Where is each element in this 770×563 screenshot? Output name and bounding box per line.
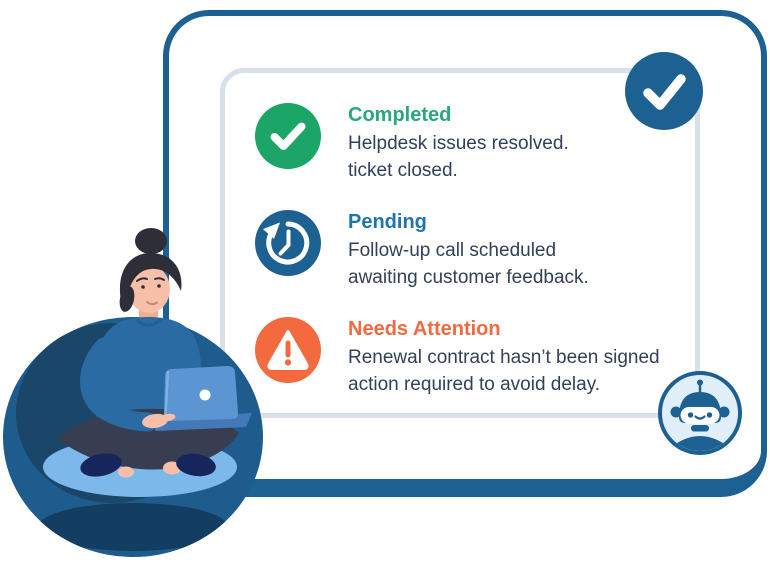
status-title: Needs Attention [348, 318, 501, 340]
history-clock-icon [255, 210, 321, 276]
status-text-pending: Pending Follow-up call scheduled awaitin… [348, 210, 589, 291]
status-line: awaiting customer feedback. [348, 267, 589, 288]
status-text-needs-attention: Needs Attention Renewal contract hasn’t … [348, 317, 660, 398]
status-line: action required to avoid delay. [348, 374, 601, 395]
status-item-completed: Completed Helpdesk issues resolved. tick… [255, 103, 675, 184]
status-item-pending: Pending Follow-up call scheduled awaitin… [255, 210, 675, 291]
status-card: Completed Helpdesk issues resolved. tick… [163, 10, 767, 497]
status-title: Pending [348, 211, 427, 233]
warning-triangle-icon [255, 317, 321, 383]
person-on-beanbag-illustration [3, 228, 263, 557]
robot-icon [670, 379, 730, 451]
status-line: Renewal contract hasn’t been signed [348, 347, 660, 368]
card-check-badge [625, 52, 703, 130]
check-circle-icon [255, 103, 321, 169]
chatbot-badge [658, 371, 742, 455]
status-item-needs-attention: Needs Attention Renewal contract hasn’t … [255, 317, 675, 398]
status-text-completed: Completed Helpdesk issues resolved. tick… [348, 103, 569, 184]
status-panel: Completed Helpdesk issues resolved. tick… [220, 68, 700, 418]
status-title: Completed [348, 104, 452, 126]
status-line: Helpdesk issues resolved. [348, 133, 569, 154]
checkmark-icon [643, 74, 686, 110]
status-line: ticket closed. [348, 160, 458, 181]
status-line: Follow-up call scheduled [348, 240, 557, 261]
hair-bun [119, 228, 182, 313]
person [57, 228, 252, 478]
